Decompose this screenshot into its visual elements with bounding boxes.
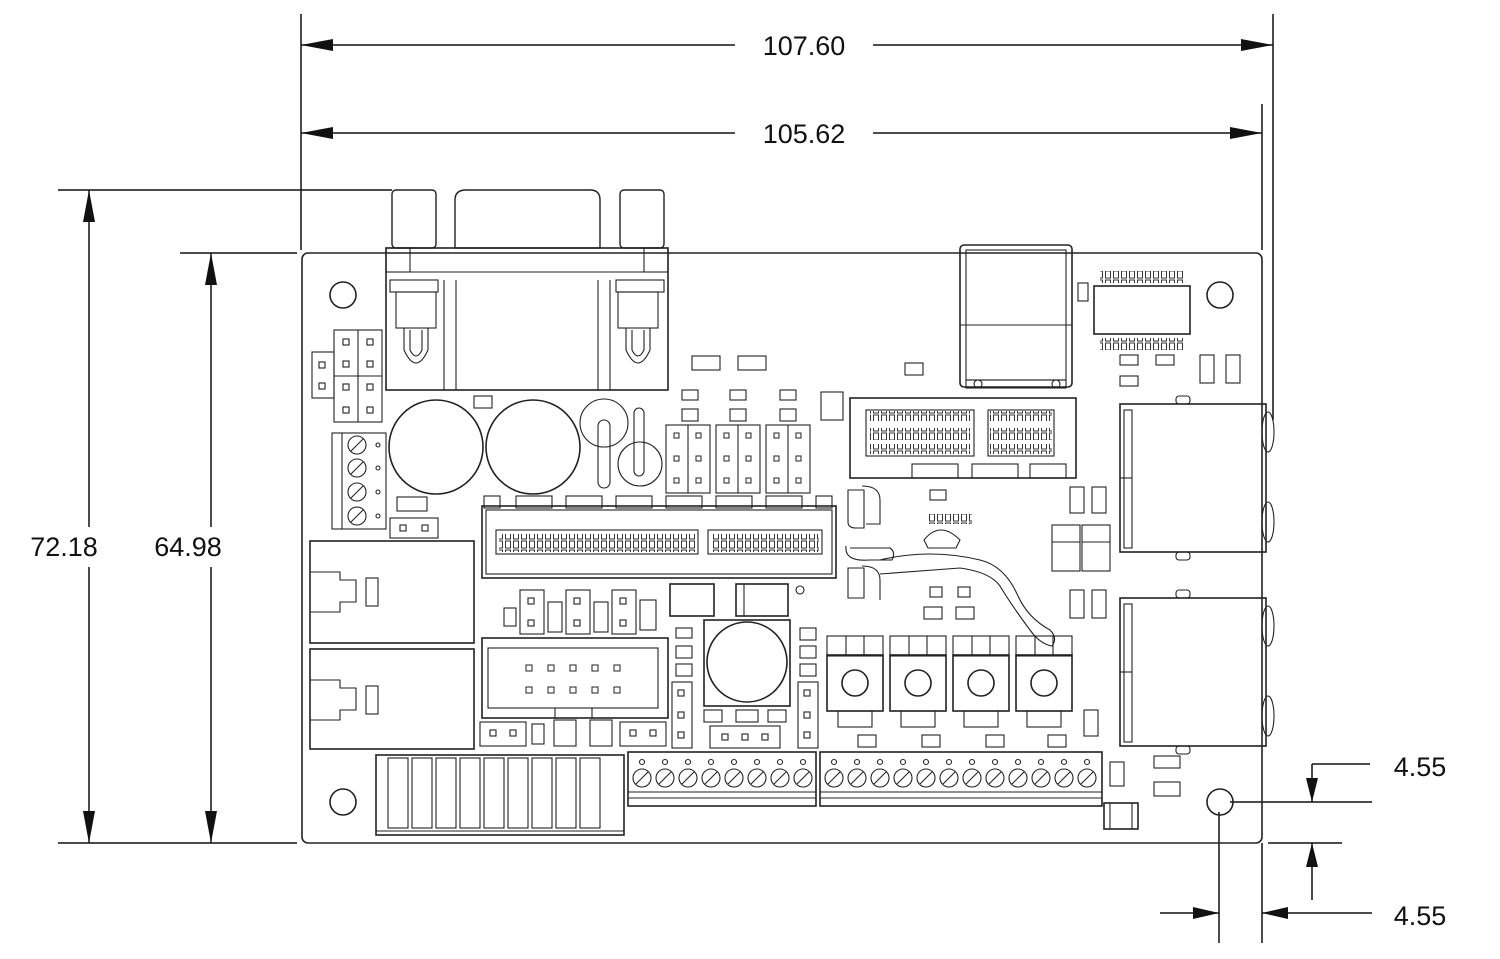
usb-connector xyxy=(959,244,1089,389)
smd-parts-right xyxy=(1051,486,1181,830)
heatsink xyxy=(375,754,625,836)
smd-parts-middle xyxy=(503,583,817,677)
potentiometers xyxy=(826,635,1073,748)
rj11-jacks xyxy=(309,496,475,750)
rj45-jacks xyxy=(1119,395,1275,755)
db9-connector xyxy=(385,189,669,391)
buzzer xyxy=(671,619,819,749)
ribbon-connector xyxy=(481,495,837,579)
terminal-block-12pin xyxy=(819,751,1103,807)
dim-overall-width-label: 107.60 xyxy=(763,31,846,61)
dim-hole-offset-vertical-label: 4.55 xyxy=(1394,752,1447,782)
dim-overall-height-label: 72.18 xyxy=(30,532,98,562)
dim-board-width-label: 105.62 xyxy=(763,119,846,149)
dim-hole-offset-horizontal-label: 4.55 xyxy=(1394,901,1447,931)
ic-chip-top-right xyxy=(1093,271,1241,387)
screw-terminal-4pin xyxy=(331,432,387,530)
header-2x3 xyxy=(311,329,383,423)
terminal-block-8pin xyxy=(627,751,817,807)
dim-board-height-label: 64.98 xyxy=(154,532,222,562)
pcb-board xyxy=(301,189,1275,844)
smd-resistors-top xyxy=(681,355,924,422)
fpc-connector xyxy=(849,397,1077,479)
jumper-blocks xyxy=(665,424,811,494)
transistor-and-wire xyxy=(845,485,1056,647)
box-header-2x5 xyxy=(479,637,669,747)
mounting-holes xyxy=(329,281,1234,816)
electrolytic-capacitors xyxy=(388,395,663,495)
dimension-lines xyxy=(58,14,1372,943)
